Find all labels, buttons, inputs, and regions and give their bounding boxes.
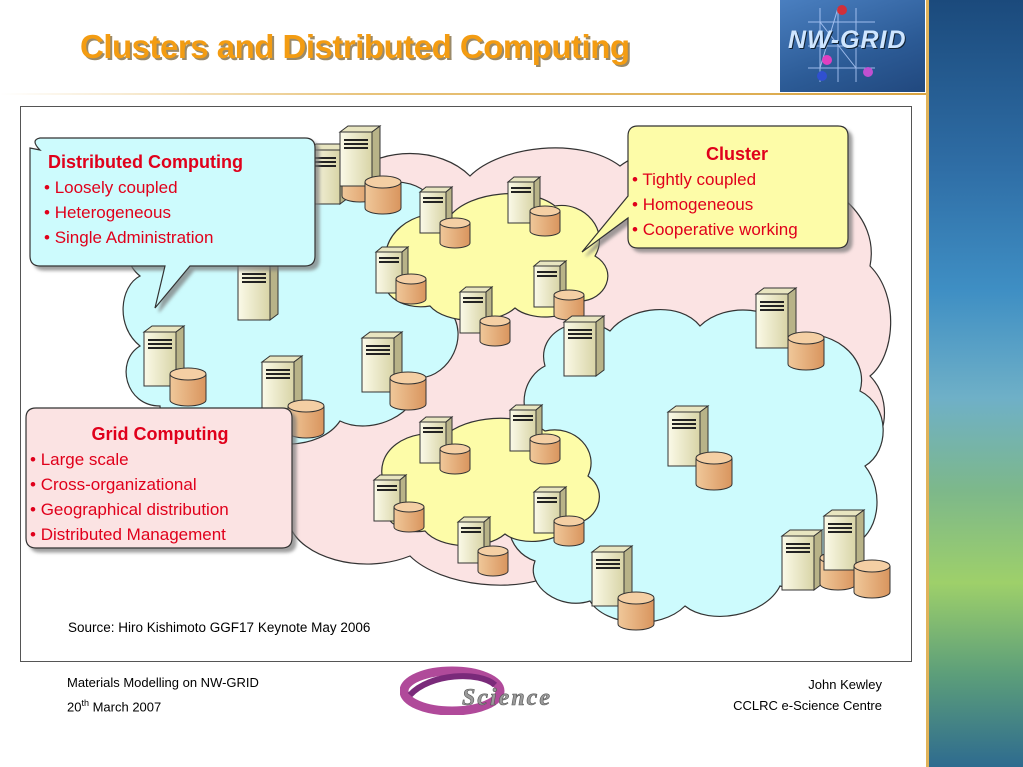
- grid-network-icon: [808, 5, 875, 82]
- grid-item: Large scale: [30, 447, 290, 472]
- decorative-side-strip: [926, 0, 1023, 767]
- footer-left: Materials Modelling on NW-GRID 20th Marc…: [67, 672, 259, 717]
- distributed-item: Heterogeneous: [44, 200, 304, 225]
- cluster-item: Cooperative working: [632, 217, 842, 242]
- footer-presentation-title: Materials Modelling on NW-GRID: [67, 675, 259, 690]
- grid-item: Distributed Management: [30, 522, 290, 547]
- cluster-heading: Cluster: [705, 144, 768, 164]
- footer-author: John Kewley: [808, 677, 882, 692]
- nw-grid-logo: NW-GRID: [780, 0, 925, 92]
- cluster-item: Homogeneous: [632, 192, 842, 217]
- grid-heading: Grid Computing: [91, 424, 229, 444]
- distributed-callout: Distributed Computing Loosely coupled He…: [44, 150, 304, 250]
- grid-item: Cross-organizational: [30, 472, 290, 497]
- footer-date: 20th March 2007: [67, 698, 162, 715]
- escience-logo-mark: Science: [399, 666, 552, 716]
- footer-right: John Kewley CCLRC e-Science Centre: [680, 674, 882, 716]
- source-citation: Source: Hiro Kishimoto GGF17 Keynote May…: [68, 620, 371, 635]
- distributed-heading: Distributed Computing: [48, 152, 243, 172]
- escience-wordmark: Science: [462, 685, 552, 711]
- page-title: Clusters and Distributed Computing: [80, 28, 630, 65]
- distributed-item: Single Administration: [44, 225, 304, 250]
- escience-logo: Science: [399, 663, 625, 720]
- side-strip-border: [926, 0, 929, 767]
- cluster-callout: Cluster Tightly coupled Homogeneous Coop…: [632, 142, 842, 242]
- distributed-item: Loosely coupled: [44, 175, 304, 200]
- grid-item: Geographical distribution: [30, 497, 290, 522]
- footer-organization: CCLRC e-Science Centre: [733, 698, 882, 713]
- logo-text: NW-GRID: [788, 26, 907, 54]
- title-divider: [0, 93, 928, 95]
- cluster-item: Tightly coupled: [632, 167, 842, 192]
- grid-callout: Grid Computing Large scale Cross-organiz…: [30, 422, 290, 547]
